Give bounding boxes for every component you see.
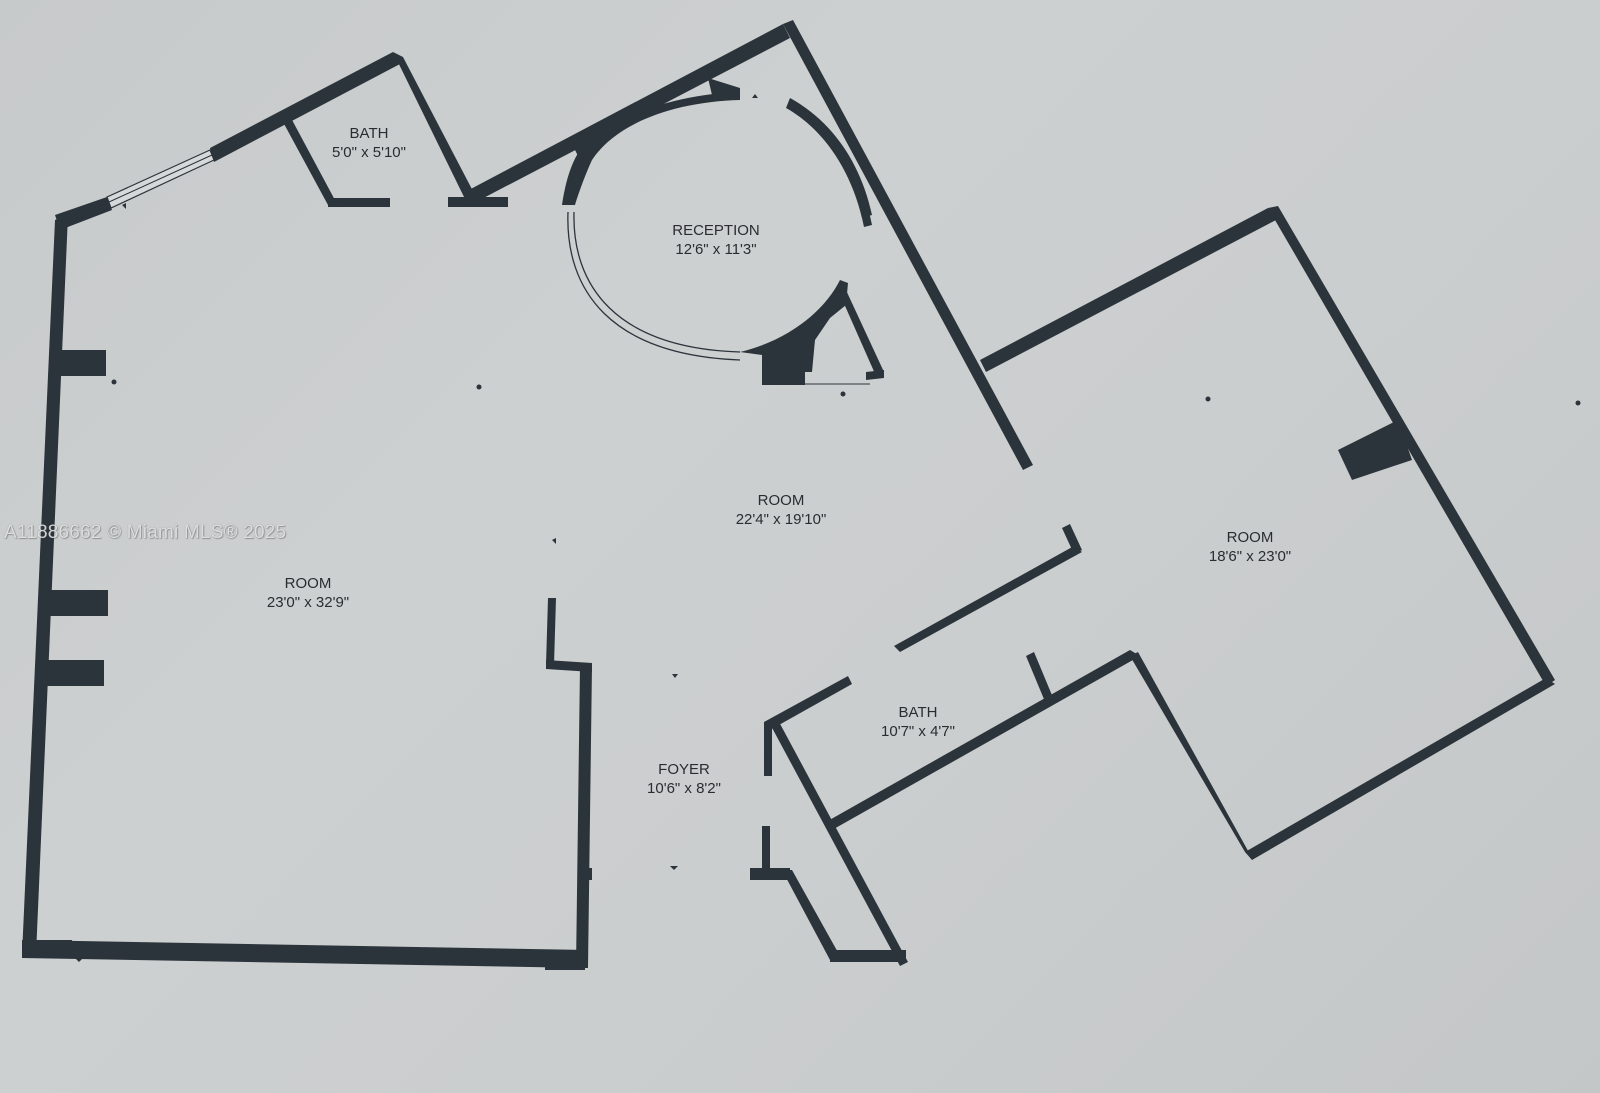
room-label-right: ROOM 18'6" x 23'0"	[1209, 528, 1291, 566]
walls-reception	[465, 20, 1033, 470]
walls-left-room	[22, 215, 592, 970]
door-markers	[31, 94, 1581, 962]
room-dimensions: 10'7" x 4'7"	[881, 723, 955, 740]
room-label-bath-top: BATH 5'0" x 5'10"	[332, 124, 406, 162]
room-name: FOYER	[658, 761, 710, 778]
room-label-reception: RECEPTION 12'6" x 11'3"	[672, 221, 760, 259]
room-label-left: ROOM 23'0" x 32'9"	[267, 574, 349, 612]
room-name: ROOM	[757, 492, 805, 509]
room-name: BATH	[349, 125, 389, 142]
walls-top-left	[55, 52, 508, 230]
room-dimensions: 23'0" x 32'9"	[266, 594, 350, 611]
room-dimensions: 18'6" x 23'0"	[1208, 548, 1292, 565]
room-dimensions: 10'6" x 8'2"	[647, 780, 721, 797]
room-name: ROOM	[284, 575, 332, 592]
room-dimensions: 5'0" x 5'10"	[332, 144, 406, 161]
room-label-bath-bottom: BATH 10'7" x 4'7"	[881, 703, 955, 741]
mls-watermark: A11886662 © Miami MLS® 2025	[4, 522, 287, 543]
room-name: BATH	[898, 704, 938, 721]
room-dimensions: 12'6" x 11'3"	[675, 241, 757, 258]
room-label-foyer: FOYER 10'6" x 8'2"	[647, 760, 721, 798]
window	[106, 149, 215, 209]
walls-right-room	[826, 206, 1555, 860]
room-name: RECEPTION	[672, 222, 760, 239]
room-name: ROOM	[1226, 529, 1274, 546]
room-dimensions: 22'4" x 19'10"	[735, 511, 827, 528]
room-label-center: ROOM 22'4" x 19'10"	[736, 491, 827, 529]
walls-foyer	[750, 676, 908, 966]
